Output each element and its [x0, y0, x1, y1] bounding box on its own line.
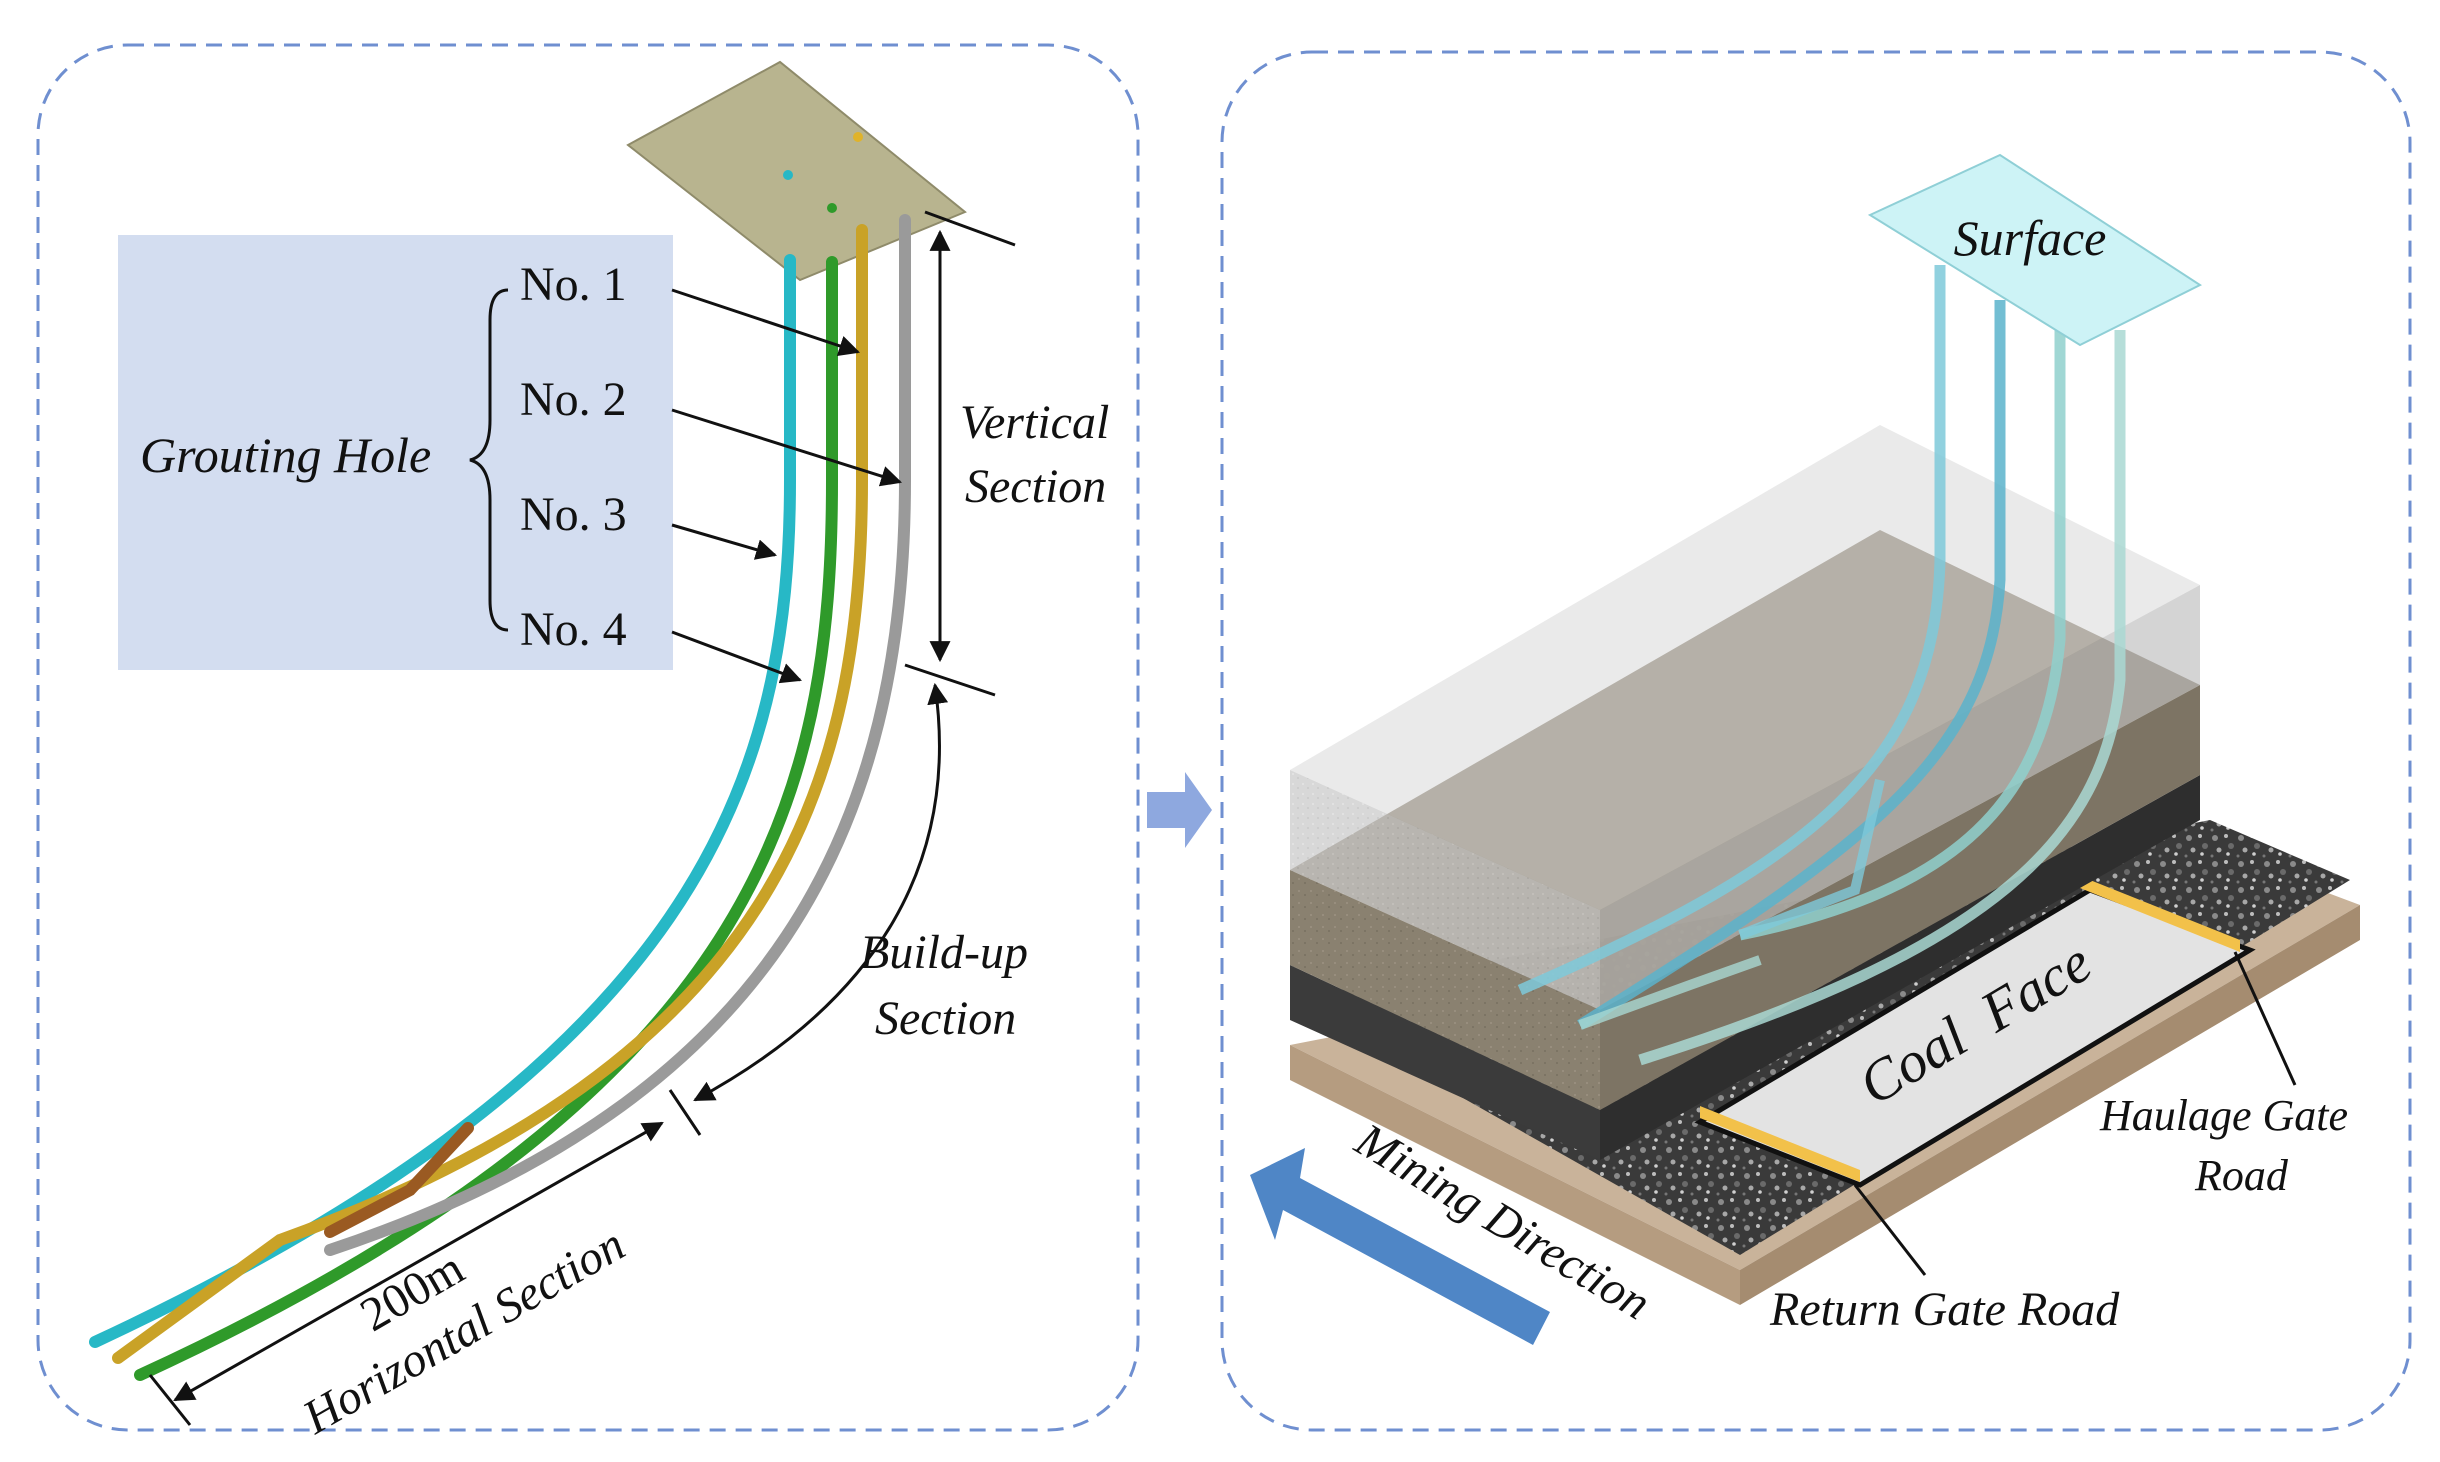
legend-box: [118, 235, 673, 670]
hole-label-2: No. 2: [520, 373, 627, 426]
haulage-callout-line: [2233, 951, 2297, 1086]
vertical-section-label-2: Section: [965, 460, 1106, 513]
base-slab-side: [1740, 905, 2360, 1305]
strata-coal-front: [1290, 965, 1600, 1160]
buildup-section-label-1: Build-up: [860, 926, 1028, 979]
strata-borehole-1: [1517, 265, 1946, 996]
strata-borehole-branch-a: [1738, 778, 1885, 940]
haulage-gate-label-2: Road: [2194, 1151, 2289, 1200]
mining-direction-arrow: [1250, 1148, 1550, 1345]
haulage-gate-label-1: Haulage Gate: [2099, 1091, 2348, 1140]
horizontal-section-label: Horizontal Section: [293, 1218, 633, 1445]
strata-borehole-4: [1638, 330, 2126, 1066]
horizontal-dimension-line: [173, 1121, 664, 1402]
return-gate-road-label: Return Gate Road: [1769, 1283, 2120, 1336]
hole-label-3: No. 3: [520, 488, 627, 541]
wellhead-dot-green: [827, 203, 837, 213]
right-panel-border: [1220, 50, 2412, 1432]
pointer-no3: [671, 523, 778, 560]
strata-coal-side: [1600, 775, 2200, 1160]
buildup-section-label-2: Section: [875, 992, 1016, 1045]
surface-label: Surface: [1954, 210, 2107, 266]
buildup-dimension-arc: [693, 682, 949, 1102]
horizontal-tick-start: [148, 1374, 192, 1426]
wellhead-dot-yellow: [853, 132, 863, 142]
legend-brace: [469, 288, 509, 632]
strata-rock-front: [1290, 870, 1600, 1110]
vertical-tick-bottom: [904, 663, 996, 697]
grouting-hole-label: Grouting Hole: [140, 427, 431, 483]
return-callout-line: [1853, 1184, 1927, 1276]
strata-borehole-branch-b: [1578, 955, 1762, 1030]
strata-topsoil-front: [1290, 770, 1600, 1010]
wellhead-dot-cyan: [783, 170, 793, 180]
left-panel: Grouting Hole No. 1 No. 2 No. 3 No. 4 Ve…: [36, 43, 1140, 1445]
pointer-no4: [671, 630, 802, 684]
pointer-no1: [671, 288, 860, 356]
strata-rock-side: [1600, 685, 2200, 1110]
right-panel: Coal Face Surface Haulage Gate Road Retu…: [1220, 50, 2412, 1432]
surface-label-box: [1867, 153, 2203, 347]
transition-arrow: [1147, 772, 1212, 848]
vertical-section-label-1: Vertical: [960, 396, 1109, 449]
left-panel-border: [36, 43, 1140, 1432]
vertical-tick-top: [924, 210, 1016, 247]
pointer-no2: [671, 408, 903, 487]
return-gate-marker: [1700, 1106, 1860, 1182]
surface-plate: [626, 60, 967, 282]
strata-borehole-2: [1577, 300, 2006, 1030]
coal-face-strip: [1694, 887, 2256, 1188]
hole-label-1: No. 1: [520, 258, 627, 311]
haulage-gate-marker: [2080, 876, 2240, 952]
hole-label-4: No. 4: [520, 603, 627, 656]
strata-topsoil-top: [1290, 425, 2200, 910]
horizontal-tick-end: [668, 1089, 702, 1136]
strata-borehole-3: [1738, 320, 2066, 941]
base-slab-front: [1290, 1045, 1740, 1305]
